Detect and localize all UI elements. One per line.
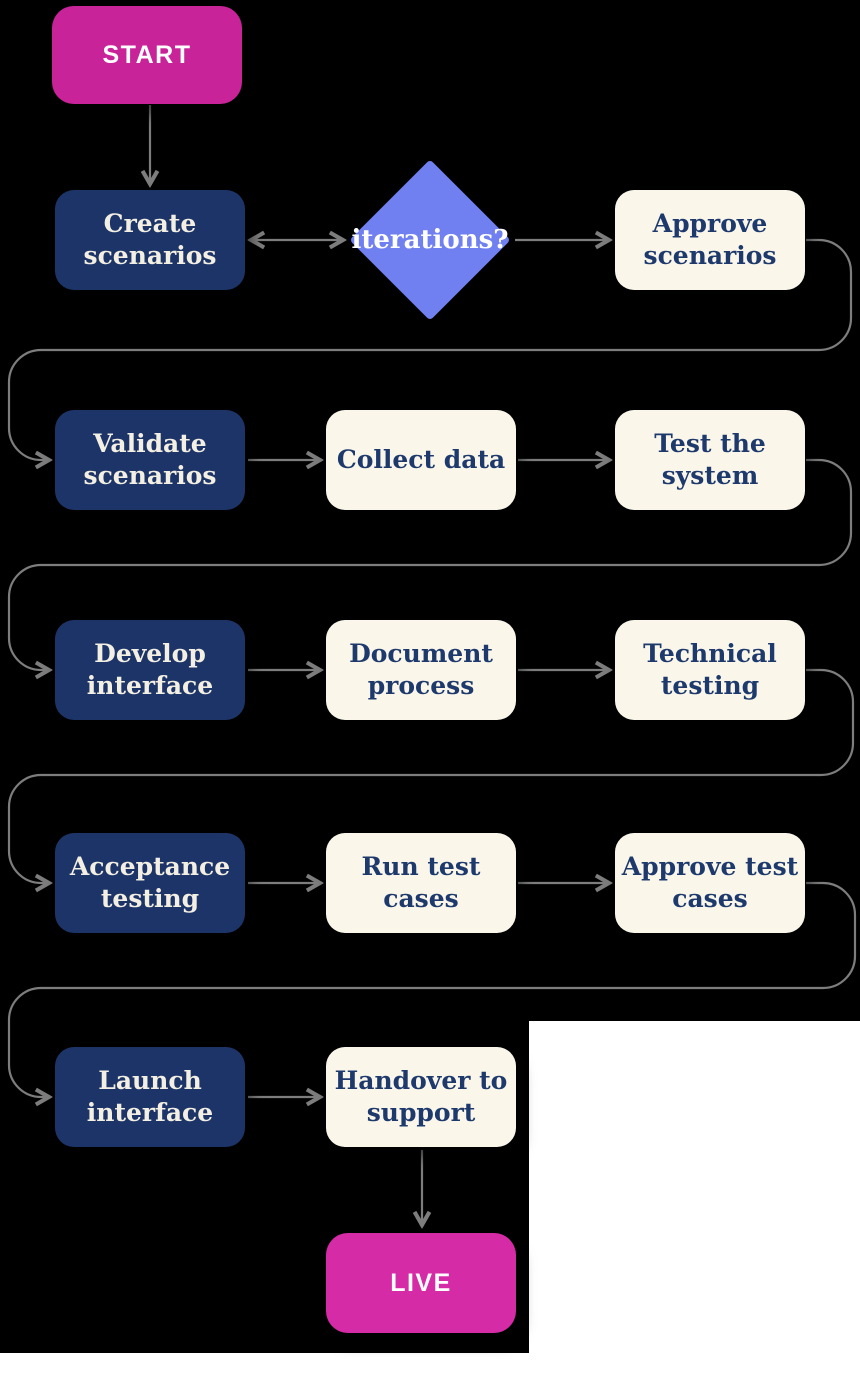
node-approve-scenarios-label: Approve scenarios bbox=[643, 209, 777, 270]
edge-wrap-approve-to-validate bbox=[7, 238, 853, 460]
white-background-patch-right bbox=[529, 1021, 860, 1380]
node-approve-test-cases: Approve test cases bbox=[615, 833, 805, 933]
node-launch-interface: Launch interface bbox=[55, 1047, 245, 1147]
node-develop-interface-label: Develop interface bbox=[86, 639, 214, 700]
node-launch-interface-label: Launch interface bbox=[86, 1066, 214, 1127]
node-collect-data: Collect data bbox=[326, 410, 516, 510]
node-document-process-label: Document process bbox=[349, 639, 493, 700]
node-collect-data-label: Collect data bbox=[336, 445, 506, 474]
node-approve-test-cases-label: Approve test cases bbox=[621, 852, 799, 913]
node-validate-scenarios-label: Validate scenarios bbox=[83, 429, 217, 490]
node-live: LIVE bbox=[326, 1233, 516, 1333]
edge-wrap-technical-to-acceptance bbox=[7, 668, 855, 883]
node-develop-interface: Develop interface bbox=[55, 620, 245, 720]
node-iterations-decision: iterations? bbox=[349, 159, 511, 321]
node-handover-to-support: Handover to support bbox=[326, 1047, 516, 1147]
node-handover-to-support-label: Handover to support bbox=[334, 1066, 508, 1127]
node-approve-scenarios: Approve scenarios bbox=[615, 190, 805, 290]
node-test-the-system: Test the system bbox=[615, 410, 805, 510]
node-create-scenarios-label: Create scenarios bbox=[83, 209, 217, 270]
node-live-label: LIVE bbox=[390, 1269, 452, 1297]
node-acceptance-testing-label: Acceptance testing bbox=[69, 852, 231, 913]
edge-wrap-approvetests-to-launch bbox=[7, 881, 857, 1097]
node-start-label: START bbox=[102, 41, 192, 69]
node-acceptance-testing: Acceptance testing bbox=[55, 833, 245, 933]
node-technical-testing-label: Technical testing bbox=[643, 639, 777, 700]
node-test-the-system-label: Test the system bbox=[654, 429, 766, 490]
node-document-process: Document process bbox=[326, 620, 516, 720]
edge-wrap-testsystem-to-develop bbox=[7, 458, 853, 670]
node-create-scenarios: Create scenarios bbox=[55, 190, 245, 290]
node-technical-testing: Technical testing bbox=[615, 620, 805, 720]
white-background-patch-bottom bbox=[0, 1353, 860, 1380]
node-iterations-label: iterations? bbox=[351, 225, 509, 255]
node-start: START bbox=[52, 6, 242, 104]
node-validate-scenarios: Validate scenarios bbox=[55, 410, 245, 510]
node-run-test-cases-label: Run test cases bbox=[361, 852, 481, 913]
node-run-test-cases: Run test cases bbox=[326, 833, 516, 933]
